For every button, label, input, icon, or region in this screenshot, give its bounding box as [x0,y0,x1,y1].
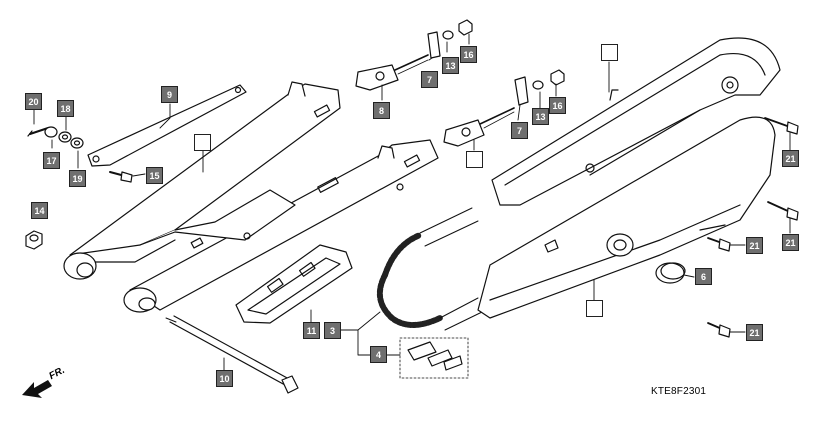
callout-21-d[interactable]: 21 [746,324,763,341]
callout-16-lower[interactable]: 16 [549,97,566,114]
case-cap [655,262,686,284]
callout-upper-case[interactable] [601,44,618,61]
callout-9[interactable]: 9 [161,86,178,103]
chain-case-upper [491,37,781,206]
drive-chain [376,207,483,331]
callout-11[interactable]: 11 [303,322,320,339]
swingarm [63,81,439,313]
callout-3[interactable]: 3 [324,322,341,339]
nut-14 [25,230,43,250]
callout-4[interactable]: 4 [370,346,387,363]
chain-adjuster-upper [355,19,473,91]
callout-21-a[interactable]: 21 [782,150,799,167]
callout-20[interactable]: 20 [25,93,42,110]
callout-19[interactable]: 19 [69,170,86,187]
callout-adjuster[interactable] [466,151,483,168]
chain-slider [235,244,353,324]
chain-case-lower [477,116,776,319]
callout-swingarm[interactable] [194,134,211,151]
callout-21-c[interactable]: 21 [746,237,763,254]
diagram-code: KTE8F2301 [651,386,707,397]
bolt-15 [109,171,133,183]
axle-bolt [165,315,299,394]
callout-16-upper[interactable]: 16 [460,46,477,63]
master-link [399,337,469,379]
callout-15[interactable]: 15 [146,167,163,184]
callout-13-upper[interactable]: 13 [442,57,459,74]
callout-21-b[interactable]: 21 [782,234,799,251]
callout-17[interactable]: 17 [43,152,60,169]
left-hardware [27,126,84,149]
callout-10[interactable]: 10 [216,370,233,387]
leader-lines [33,33,791,371]
callout-7-upper[interactable]: 7 [421,71,438,88]
callout-lower-case[interactable] [586,300,603,317]
case-bolts [707,117,799,338]
callout-14[interactable]: 14 [31,202,48,219]
chain-adjuster-lower [443,69,565,147]
callout-13-lower[interactable]: 13 [532,108,549,125]
hanger-plate [87,84,247,167]
callout-18[interactable]: 18 [57,100,74,117]
front-direction-arrow-icon [22,380,52,398]
callout-7-lower[interactable]: 7 [511,122,528,139]
callout-6[interactable]: 6 [695,268,712,285]
callout-8[interactable]: 8 [373,102,390,119]
